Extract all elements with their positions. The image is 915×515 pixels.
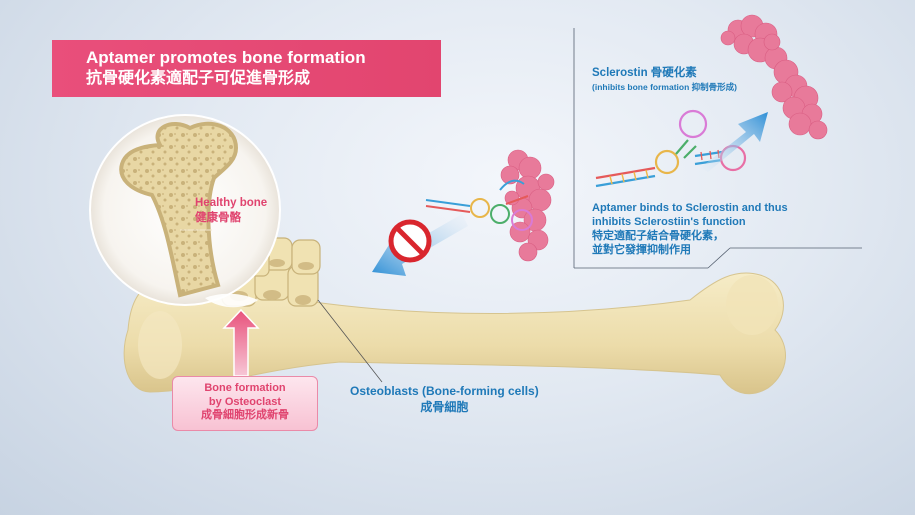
osteoblast-leader-line <box>317 299 383 383</box>
bone-formation-line2: by Osteoclast <box>208 395 282 408</box>
bone-formation-box: Bone formation by Osteoclast 成骨細胞形成新骨 <box>172 376 318 431</box>
healthy-bone-magnifier <box>89 114 281 308</box>
healthy-bone-label: Healthy bone 健康骨骼 <box>195 196 267 226</box>
aptamer-label-line1: Aptamer binds to Sclerostin and thus <box>592 202 788 214</box>
title-chinese: 抗骨硬化素適配子可促進骨形成 <box>86 70 311 87</box>
osteoblasts-label: Osteoblasts (Bone-forming cells) 成骨細胞 <box>350 383 539 415</box>
healthy-bone-label-zh: 健康骨骼 <box>195 212 241 224</box>
bone-formation-zh: 成骨細胞形成新骨 <box>201 409 289 421</box>
title-english: Aptamer promotes bone formation <box>86 48 366 67</box>
sclerostin-label-line2: (inhibits bone formation 抑制骨形成) <box>592 82 737 92</box>
aptamer-label-line4: 並對它發揮抑制作用 <box>592 244 691 256</box>
bone-formation-line1: Bone formation <box>204 382 286 394</box>
sclerostin-protein <box>720 14 828 140</box>
arrow-to-sclerostin-icon <box>700 112 768 172</box>
prohibited-icon <box>388 219 432 263</box>
title-banner: Aptamer promotes bone formation 抗骨硬化素適配子… <box>52 40 441 97</box>
info-panel-lines <box>573 28 862 269</box>
osteoblasts-label-zh: 成骨細胞 <box>420 400 469 414</box>
healthy-bone-label-en: Healthy bone <box>195 197 268 209</box>
aptamer-label-line2: inhibits Sclerostiin's function <box>592 216 746 228</box>
aptamer-label: Aptamer binds to Sclerostin and thus inh… <box>592 201 788 257</box>
osteoblasts-label-en: Osteoblasts (Bone-forming cells) <box>350 384 539 398</box>
sclerostin-label: Sclerostin 骨硬化素 (inhibits bone formation… <box>592 66 737 93</box>
sclerostin-label-line1: Sclerostin 骨硬化素 <box>592 67 697 79</box>
aptamer-sclerostin-complex <box>425 149 555 262</box>
aptamer-label-line3: 特定適配子結合骨硬化素， <box>592 230 724 242</box>
aptamer-strand <box>595 109 747 188</box>
